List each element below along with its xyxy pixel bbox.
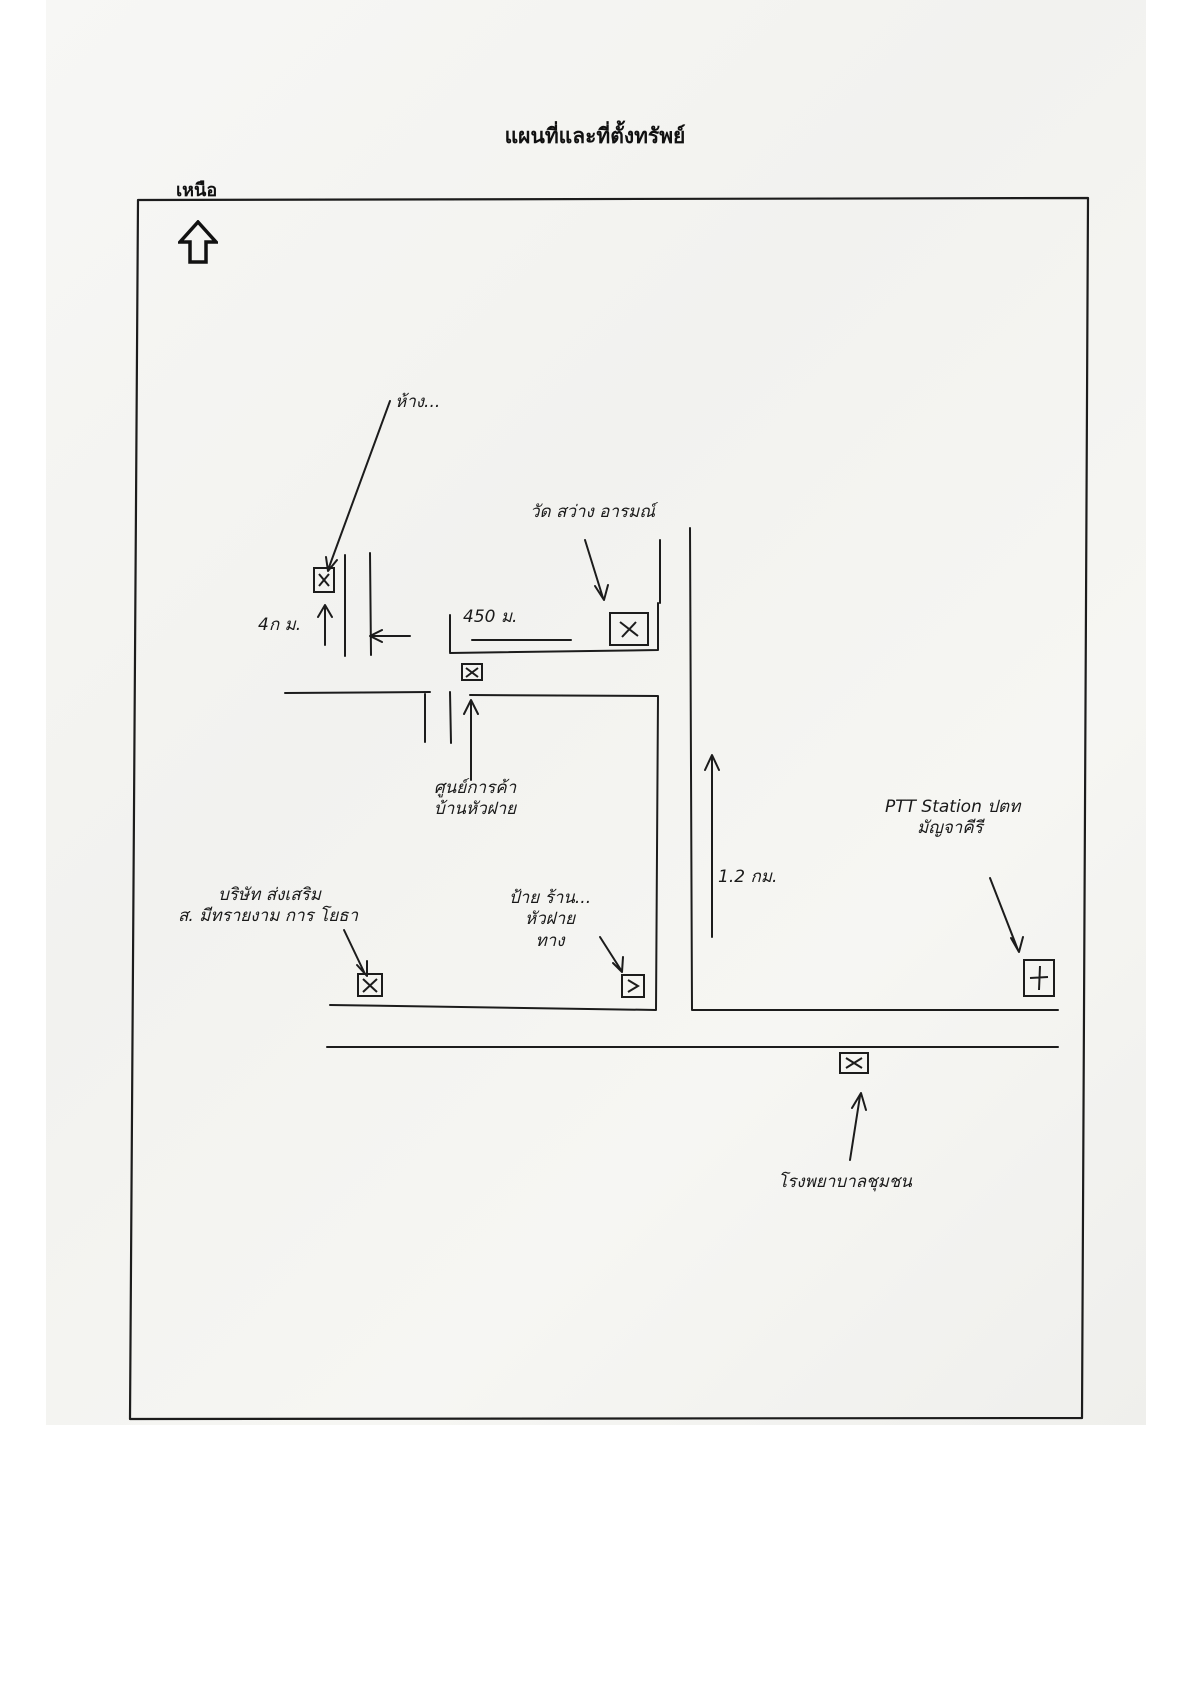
arrow-north-right — [704, 754, 720, 938]
arrow-upward-left — [317, 604, 333, 646]
distance-label-3: 1.2 กม. — [718, 867, 778, 887]
distance-label-2: 450 ม. — [463, 607, 518, 627]
arrow-leftward — [369, 629, 411, 643]
road-horizontal-top — [449, 602, 659, 654]
landmark-bottom-mid-line-2: หัวฝาย — [524, 909, 576, 930]
marker-top-left — [313, 567, 335, 593]
map-border — [128, 196, 1090, 1421]
north-label: เหนือ — [176, 180, 218, 201]
marker-temple — [609, 612, 649, 646]
arrow-center-up — [463, 699, 479, 781]
distance-label-1: 4ก ม. — [258, 615, 302, 635]
marker-bottom-left — [357, 973, 383, 997]
landmark-center: ศูนย์การค้า บ้านหัวฝาย — [400, 778, 550, 821]
road-right-west — [689, 527, 1059, 1011]
paper-sheet — [46, 0, 1146, 1425]
arrow-hospital — [849, 1092, 867, 1161]
marker-ptt — [1023, 959, 1055, 997]
landmark-top-left: ห้าง... — [395, 392, 441, 412]
leader-temple — [584, 539, 609, 601]
landmark-ptt-line-2: มัญจาคีรี — [917, 818, 983, 839]
landmark-temple: วัด สว่าง อารมณ์ — [530, 502, 656, 522]
landmark-bottom-mid: ป้าย ร้าน... หัวฝาย ทาง — [490, 888, 610, 952]
leader-bottom-left — [343, 929, 368, 977]
landmark-bottom-left-line-1: บริษัท ส่งเสริม — [218, 885, 321, 905]
north-arrow-icon — [178, 220, 218, 264]
road-center-east — [449, 691, 452, 744]
marker-center — [461, 663, 483, 681]
landmark-bottom-left: บริษัท ส่งเสริม ส. มีทรายงาม การ โยธา — [178, 885, 358, 928]
leader-ptt — [989, 877, 1024, 953]
landmark-bottom-left-line-2: ส. มีทรายงาม การ โยธา — [178, 906, 359, 927]
road-horizontal-mid — [284, 691, 431, 694]
road-center-east-main — [329, 694, 659, 1011]
road-left-east — [369, 552, 372, 656]
leader-top-left — [325, 400, 391, 572]
landmark-center-line-2: บ้านหัวฝาย — [433, 799, 517, 820]
page-title: แผนที่และที่ตั้งทรัพย์ — [504, 123, 686, 148]
landmark-hospital: โรงพยาบาลชุมชน — [778, 1172, 912, 1192]
leader-bottom-mid — [599, 936, 624, 973]
landmark-bottom-mid-line-3: ทาง — [535, 930, 565, 951]
landmark-ptt: PTT Station ปตท มัญจาคีรี — [885, 797, 1020, 840]
marker-bottom-mid — [621, 974, 645, 998]
landmark-center-line-1: ศูนย์การค้า — [433, 778, 517, 798]
landmark-ptt-line-1: PTT Station ปตท — [885, 797, 1021, 817]
marker-hospital — [839, 1052, 869, 1074]
landmark-bottom-mid-line-1: ป้าย ร้าน... — [508, 888, 592, 908]
